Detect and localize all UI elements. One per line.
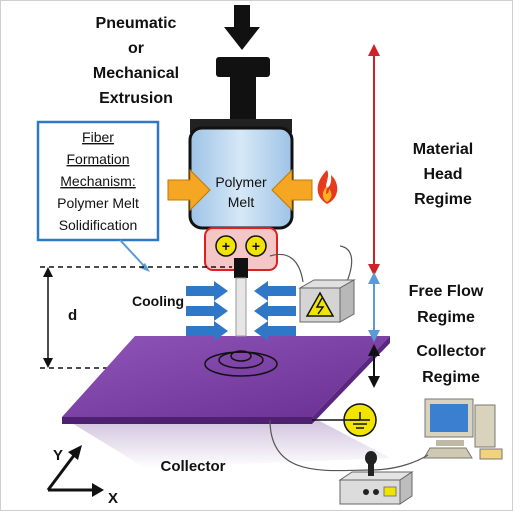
title-line-4: Extrusion bbox=[99, 90, 173, 107]
collector-plate bbox=[62, 336, 390, 424]
flame-icon bbox=[317, 170, 338, 204]
heater-dot-right bbox=[245, 235, 267, 257]
free-flow-line-1: Free Flow bbox=[409, 283, 484, 300]
material-head-line-1: Material bbox=[413, 141, 473, 158]
callout-line-3: Mechanism: bbox=[60, 173, 135, 189]
piston bbox=[190, 57, 292, 133]
material-head-line-2: Head bbox=[423, 166, 462, 183]
axis-indicator: Y X bbox=[46, 445, 118, 507]
fiber-jet bbox=[204, 277, 278, 377]
callout-line-5: Solidification bbox=[59, 217, 138, 233]
heater-plus-right: + bbox=[252, 238, 260, 254]
axis-x-label: X bbox=[108, 490, 118, 507]
joystick-controller-icon bbox=[338, 451, 414, 505]
heating-arrow-left bbox=[167, 168, 211, 212]
barrel-label-line-2: Melt bbox=[228, 194, 255, 210]
free-flow-line-2: Regime bbox=[417, 309, 475, 326]
heater-plus-left: + bbox=[222, 238, 230, 254]
down-arrow-icon bbox=[224, 5, 260, 50]
material-head-line-3: Regime bbox=[414, 191, 472, 208]
distance-label: d bbox=[68, 307, 77, 324]
callout-box: Fiber Formation Mechanism: Polymer Melt … bbox=[36, 120, 160, 272]
axis-y-label: Y bbox=[53, 447, 63, 464]
collector-regime-line-1: Collector bbox=[416, 343, 485, 360]
cooling-arrows-right bbox=[254, 281, 296, 341]
computer-icon bbox=[423, 398, 503, 460]
barrel: Polymer Melt bbox=[188, 126, 294, 230]
wire-to-computer bbox=[269, 419, 429, 472]
collector-regime-arrow bbox=[368, 344, 380, 388]
cooling-arrows-left bbox=[186, 281, 228, 341]
ground-icon bbox=[312, 403, 377, 437]
callout-line-2: Formation bbox=[66, 151, 129, 167]
callout-line-4: Polymer Melt bbox=[57, 195, 139, 211]
plate-reflection bbox=[62, 417, 390, 468]
free-flow-regime-arrow bbox=[368, 272, 380, 342]
collector-label: Collector bbox=[160, 458, 225, 475]
material-head-regime-arrow bbox=[368, 44, 380, 276]
heating-arrow-right bbox=[271, 168, 313, 212]
title-line-3: Mechanical bbox=[93, 65, 179, 82]
distance-indicator: d bbox=[43, 267, 77, 368]
heater-ring: + + bbox=[204, 227, 278, 278]
callout-line-1: Fiber bbox=[82, 129, 114, 145]
collector-regime-line-2: Regime bbox=[422, 369, 480, 386]
title-line-1: Pneumatic bbox=[96, 15, 177, 32]
barrel-label-line-1: Polymer bbox=[215, 174, 267, 190]
heater-dot-left bbox=[215, 235, 237, 257]
cooling-label: Cooling bbox=[132, 293, 184, 309]
title-line-2: or bbox=[128, 40, 144, 57]
high-voltage-icon bbox=[269, 245, 356, 323]
